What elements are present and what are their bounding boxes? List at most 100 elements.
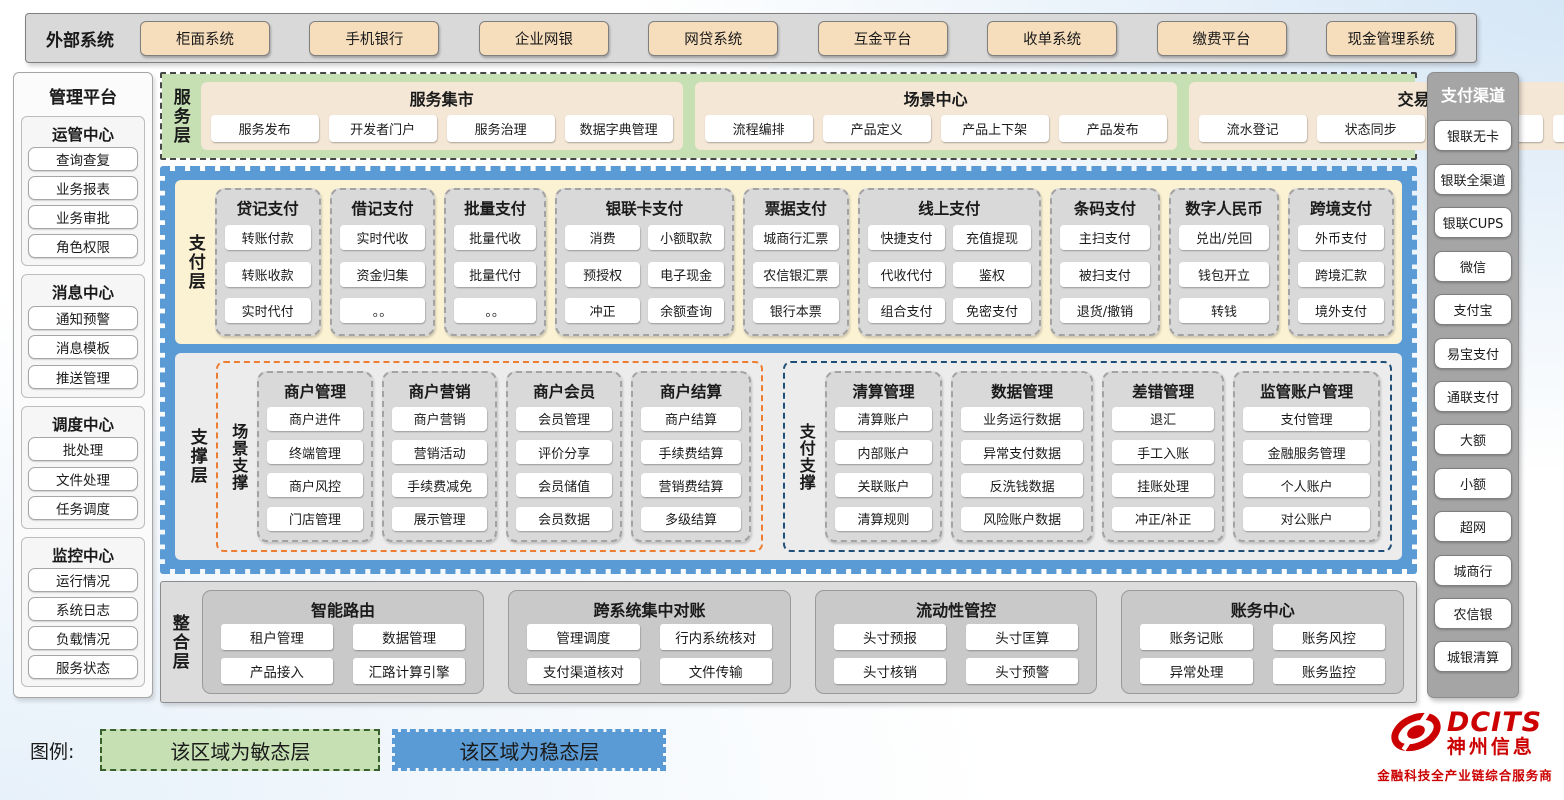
payment-item-box: 城商行汇票	[752, 225, 839, 251]
integration-item-box: 文件传输	[659, 658, 772, 685]
payment-column-batch: 批量支付 批量代收批量代付。。	[444, 188, 546, 337]
external-systems-bar: 外部系统 柜面系统手机银行企业网银网贷系统互金平台收单系统缴费平台现金管理系统	[25, 13, 1477, 63]
payment-item-box: 余额查询	[648, 298, 724, 324]
payment-item-box: 转钱	[1178, 298, 1270, 324]
support-item-box: 营销活动	[391, 440, 488, 464]
integration-group-title: 账务中心	[1230, 601, 1295, 620]
sidebar-item-box: 查询查复	[28, 147, 138, 171]
support-column-data-mgmt: 数据管理 业务运行数据异常支付数据反洗钱数据风险账户数据	[951, 371, 1094, 542]
sidebar-item-box: 任务调度	[28, 496, 138, 521]
payment-column-title: 跨境支付	[1310, 200, 1373, 218]
external-system-box: 互金平台	[817, 20, 948, 56]
support-column-items: 清算账户内部账户关联账户清算规则	[834, 404, 933, 533]
external-systems-label: 外部系统	[46, 30, 114, 51]
payment-column-unionpay-card: 银联卡支付 消费小额取款预授权电子现金冲正余额查询	[554, 188, 734, 337]
integration-group-reconciliation: 跨系统集中对账 管理调度行内系统核对支付渠道核对文件传输	[508, 590, 791, 694]
payment-column-title: 贷记支付	[236, 200, 299, 218]
payment-column-items: 快捷支付充值提现代收代付鉴权组合支付免密支付	[867, 221, 1031, 327]
service-group-items: 流程编排产品定义产品上下架产品发布	[704, 114, 1167, 143]
sidebar-item-box: 推送管理	[28, 364, 138, 389]
management-platform-panel: 管理平台 运管中心 查询查复业务报表业务审批角色权限 消息中心 通知预警消息模板…	[13, 72, 153, 698]
service-item-box: 产品定义	[822, 115, 931, 142]
support-column-regulatory-account: 监管账户管理 支付管理金融服务管理个人账户对公账户	[1233, 371, 1380, 542]
integration-group-title: 智能路由	[310, 601, 375, 620]
support-item-box: 商户风控	[267, 473, 363, 498]
service-item-box: 数据字典管理	[564, 115, 673, 142]
support-item-box: 退汇	[1112, 406, 1215, 431]
payment-item-box: 免密支付	[953, 298, 1031, 324]
support-item-box: 商户营销	[391, 406, 488, 431]
sidebar-item-box: 系统日志	[28, 597, 138, 621]
payment-item-box: 退货/撤销	[1059, 298, 1150, 324]
support-item-box: 手续费减免	[391, 473, 488, 498]
payment-item-box: 批量代收	[454, 225, 536, 251]
integration-group-liquidity: 流动性管控 头寸预报头寸匡算头寸核销头寸预警	[814, 590, 1098, 694]
support-item-box: 反洗钱数据	[961, 473, 1084, 498]
payment-channel-box: 农信银	[1434, 598, 1512, 630]
scene-support-box: 场景支撑 商户管理 商户进件终端管理商户风控门店管理 商户营销 商户营销营销活动…	[215, 361, 764, 552]
sidebar-item-box: 运行情况	[28, 568, 138, 592]
payment-column-items: 主扫支付被扫支付退货/撤销	[1059, 221, 1150, 327]
payment-item-box: 实时代付	[224, 298, 311, 324]
payment-column-items: 消费小额取款预授权电子现金冲正余额查询	[564, 221, 724, 327]
support-column-merchant-settlement: 商户结算 商户结算手续费结算营销费结算多级结算	[630, 371, 752, 542]
payment-item-box: 冲正	[564, 298, 641, 324]
payment-item-box: 。。	[454, 298, 536, 324]
payment-item-box: 农信银汇票	[752, 261, 839, 287]
brand-tagline: 金融科技全产业链综合服务商	[1377, 768, 1553, 783]
support-item-box: 异常支付数据	[961, 440, 1084, 464]
payment-item-box: 快捷支付	[867, 225, 946, 251]
service-item-box: 服务发布	[210, 115, 319, 142]
support-item-box: 多级结算	[640, 506, 742, 531]
sidebar-item-box: 文件处理	[28, 466, 138, 491]
payment-channel-box: 大额	[1434, 424, 1512, 456]
payment-layer-label: 支付层	[184, 233, 205, 291]
legend-stable-box: 该区域为稳态层	[392, 729, 667, 771]
sidebar-item-box: 通知预警	[28, 305, 138, 330]
payment-item-box: 转账付款	[224, 225, 311, 251]
support-column-items: 商户进件终端管理商户风控门店管理	[267, 404, 363, 533]
integration-item-box: 头寸预警	[966, 658, 1079, 685]
support-column-items: 会员管理评价分享会员储值会员数据	[516, 404, 612, 533]
support-column-items: 业务运行数据异常支付数据反洗钱数据风险账户数据	[961, 404, 1084, 533]
payment-channel-box: 超网	[1434, 511, 1512, 543]
payment-item-box: 实时代收	[339, 225, 426, 251]
service-layer: 服务层 服务集市 服务发布开发者门户服务治理数据字典管理 场景中心 流程编排产品…	[160, 72, 1564, 160]
sidebar-item-box: 服务状态	[28, 655, 138, 679]
payment-item-box: 转账收款	[224, 261, 311, 287]
payment-item-box: 充值提现	[953, 225, 1031, 251]
payment-column-bill: 票据支付 城商行汇票农信银汇票银行本票	[742, 188, 849, 337]
support-item-box: 对公账户	[1243, 506, 1370, 531]
support-column-title: 商户结算	[660, 383, 723, 402]
integration-item-box: 账务记账	[1140, 623, 1253, 650]
support-item-box: 支付管理	[1243, 406, 1370, 431]
external-system-box: 现金管理系统	[1325, 20, 1456, 56]
payment-column-barcode: 条码支付 主扫支付被扫支付退货/撤销	[1049, 188, 1160, 337]
support-item-box: 会员储值	[516, 473, 612, 498]
support-item-box: 会员数据	[516, 506, 612, 531]
payment-item-box: 批量代付	[454, 261, 536, 287]
support-column-title: 商户会员	[533, 383, 596, 402]
payment-support-columns: 清算管理 清算账户内部账户关联账户清算规则 数据管理 业务运行数据异常支付数据反…	[824, 371, 1380, 542]
support-boxes: 场景支撑 商户管理 商户进件终端管理商户风控门店管理 商户营销 商户营销营销活动…	[215, 361, 1392, 552]
payment-channel-box: 易宝支付	[1434, 337, 1512, 369]
support-item-box: 会员管理	[516, 406, 612, 431]
support-item-box: 手续费结算	[640, 440, 742, 464]
integration-item-box: 账务风控	[1272, 623, 1385, 650]
sidebar-section-title: 消息中心	[51, 284, 114, 302]
payment-column-items: 外币支付跨境汇款境外支付	[1298, 221, 1384, 327]
support-column-items: 退汇手工入账挂账处理冲正/补正	[1112, 404, 1215, 533]
payment-column-digital-rmb: 数字人民币 兑出/兑回钱包开立转钱	[1168, 188, 1280, 337]
support-column-title: 差错管理	[1132, 383, 1195, 402]
service-group-market: 服务集市 服务发布开发者门户服务治理数据字典管理	[200, 82, 683, 150]
integration-item-box: 异常处理	[1140, 658, 1253, 685]
service-group-scene: 场景中心 流程编排产品定义产品上下架产品发布	[694, 82, 1177, 150]
payment-channel-box: 支付宝	[1434, 294, 1512, 326]
sidebar-item-box: 角色权限	[28, 234, 138, 258]
scene-support-columns: 商户管理 商户进件终端管理商户风控门店管理 商户营销 商户营销营销活动手续费减免…	[257, 371, 752, 542]
service-item-box: 服务治理	[446, 115, 555, 142]
sidebar-item-box: 批处理	[28, 437, 138, 462]
payment-column-online: 线上支付 快捷支付充值提现代收代付鉴权组合支付免密支付	[857, 188, 1041, 337]
